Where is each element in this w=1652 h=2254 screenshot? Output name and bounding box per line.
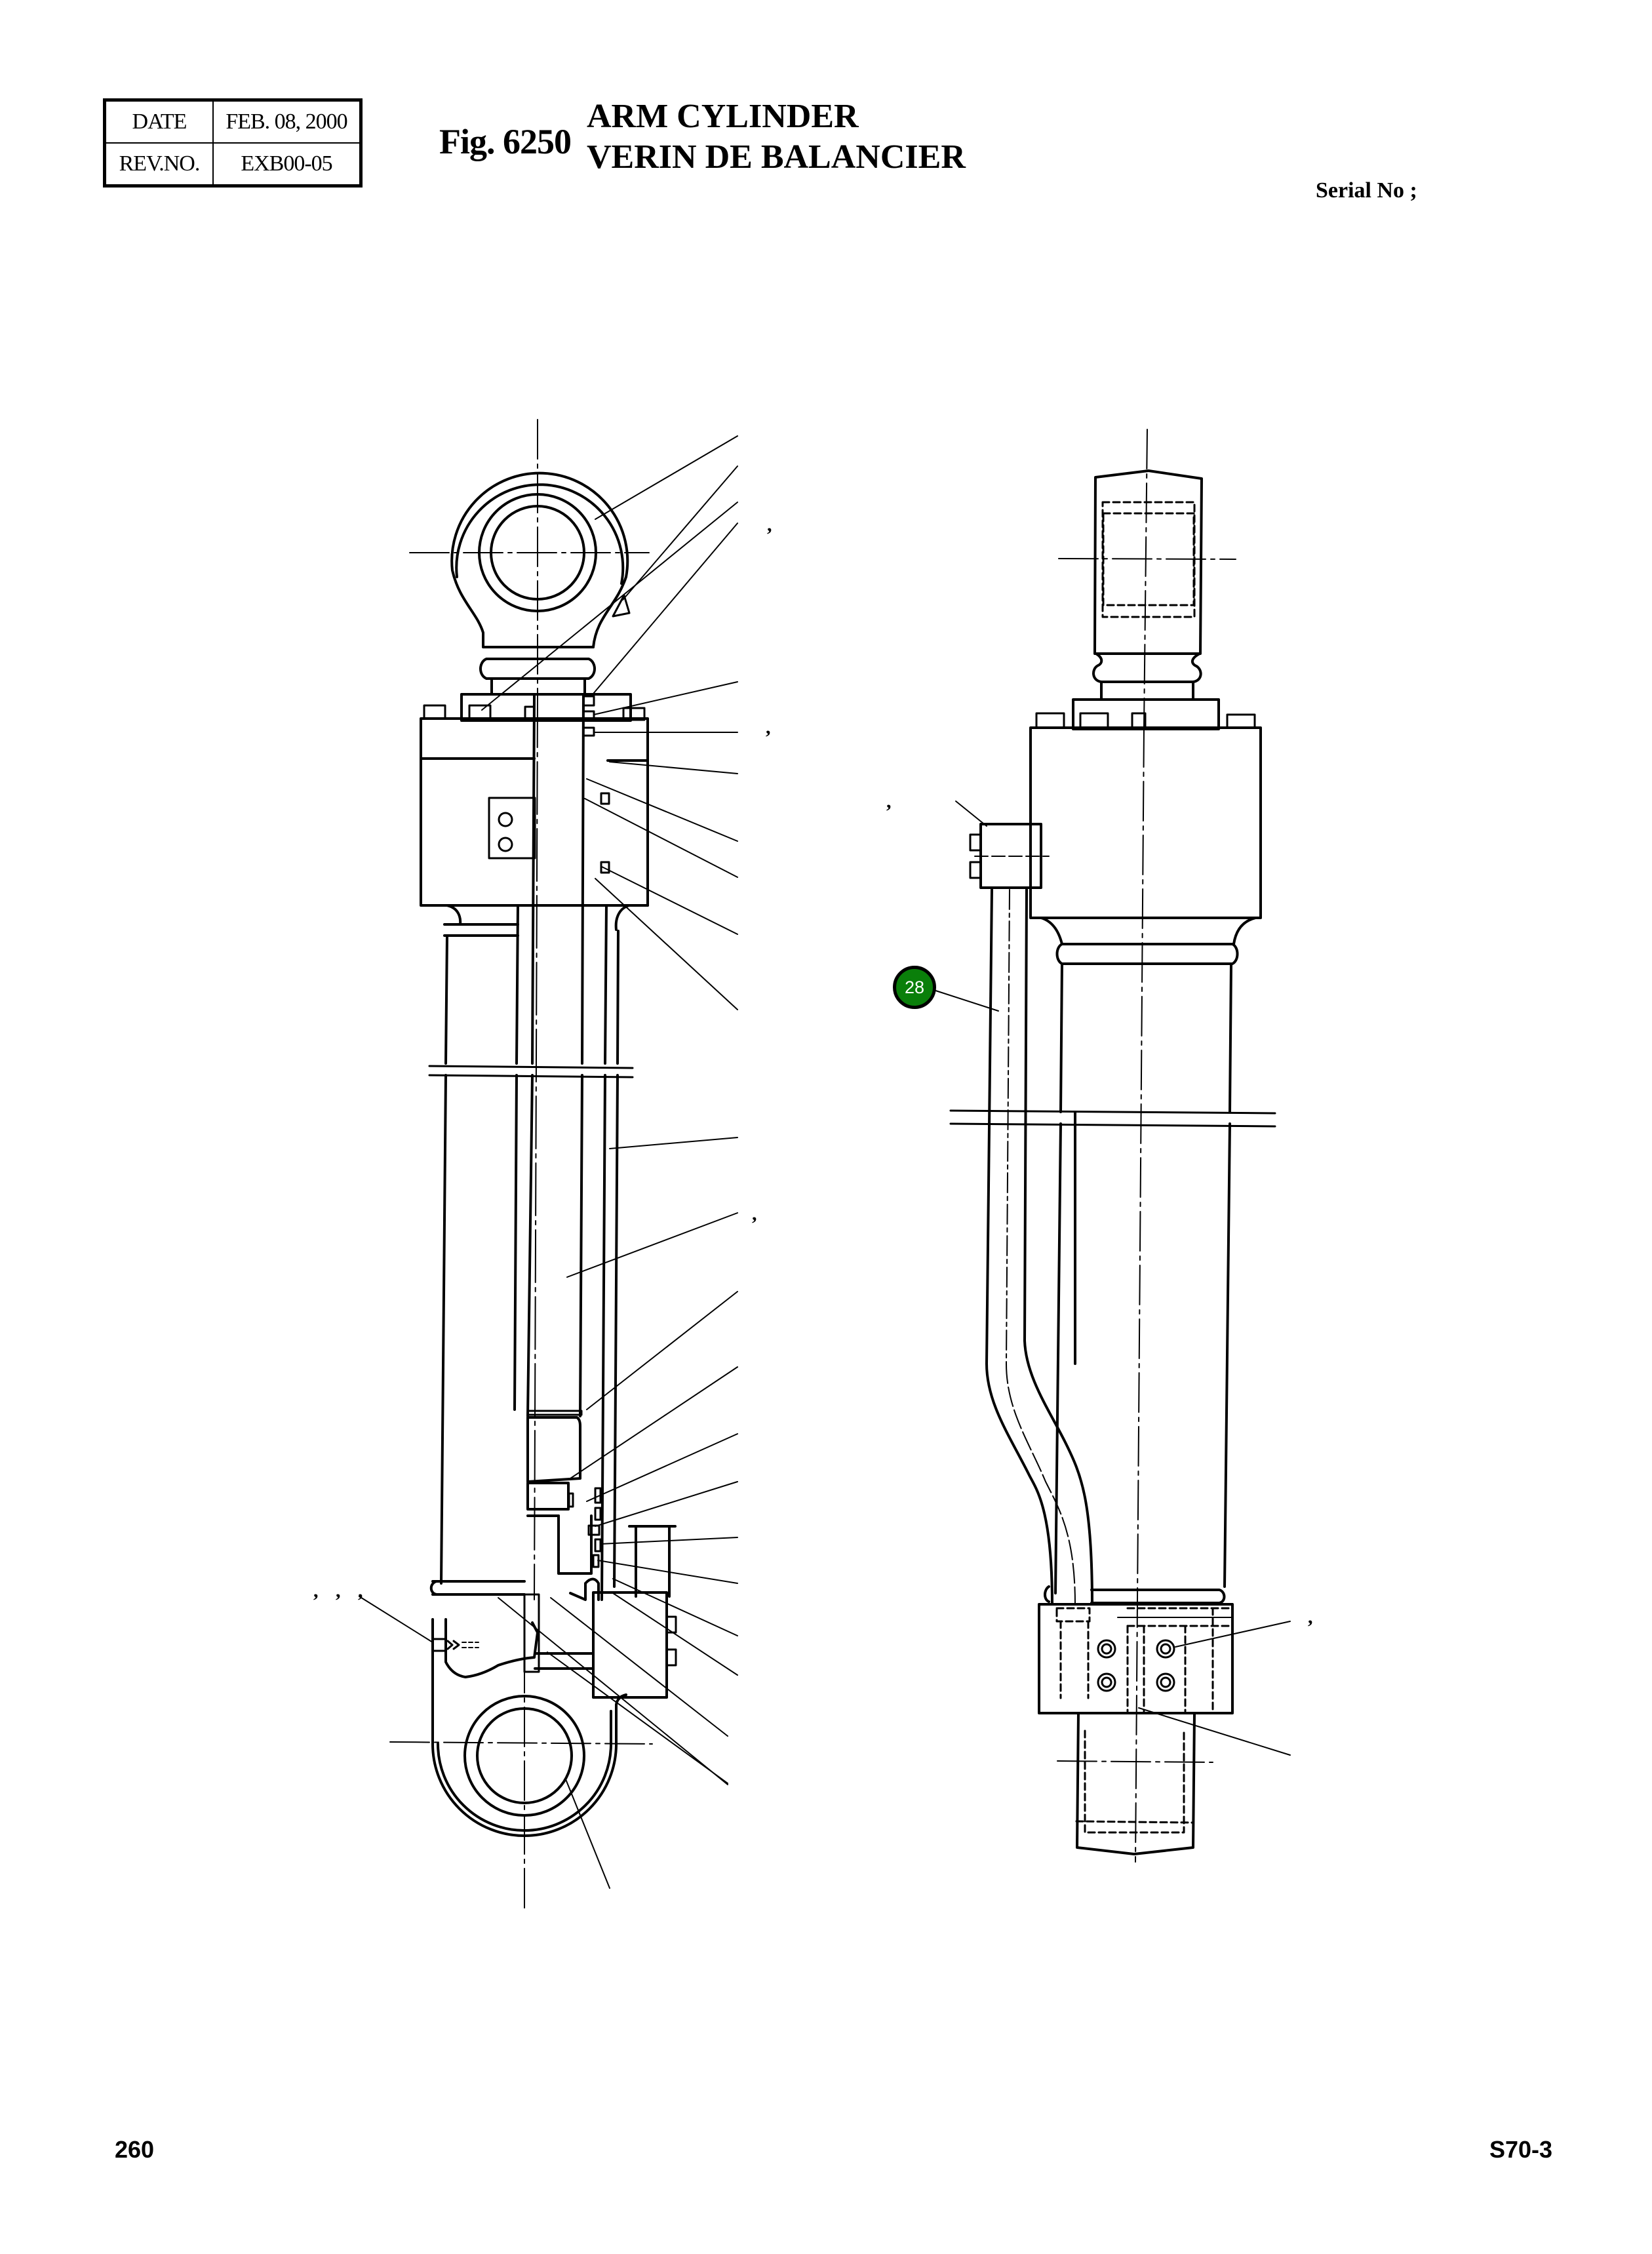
tube-right <box>949 962 1276 1604</box>
left-cylinder-section-view <box>359 419 738 1912</box>
callout-number: 28 <box>904 977 925 997</box>
callout-badge-28[interactable]: 28 <box>893 966 936 1009</box>
piston-rod <box>526 693 585 1417</box>
piston <box>526 1410 602 1575</box>
leader-lines-right <box>929 801 1291 1756</box>
separator-comma: , <box>766 717 771 738</box>
title-english: ARM CYLINDER <box>587 98 859 135</box>
separator-comma: , <box>336 1580 341 1602</box>
page-number: 260 <box>115 2136 155 2163</box>
separator-comma: , <box>358 1580 363 1602</box>
port-boss <box>628 1525 677 1598</box>
serial-number-label: Serial No ; <box>1316 178 1417 203</box>
revision-value: EXB00-05 <box>212 142 362 187</box>
cylinder-bottom-block <box>1038 1603 1234 1855</box>
figure-number: Fig. 6250 <box>439 122 572 161</box>
revision-block: DATE FEB. 08, 2000 REV.NO. EXB00-05 <box>103 98 363 188</box>
cylinder-tube <box>428 904 634 1601</box>
rod-head <box>1029 712 1262 965</box>
date-label: DATE <box>104 99 214 144</box>
rod-eye-top <box>450 471 631 696</box>
revision-label: REV.NO. <box>104 142 214 187</box>
title-french: VERIN DE BALANCIER <box>587 138 966 176</box>
pipe <box>985 888 1093 1606</box>
right-cylinder-side-view <box>929 429 1291 1863</box>
leader-lines-left-upper <box>359 435 738 1889</box>
cylinder-bottom <box>429 1577 677 1837</box>
model-code: S70-3 <box>1489 2136 1553 2163</box>
separator-comma: , <box>1308 1606 1313 1628</box>
separator-comma: , <box>767 514 772 536</box>
separator-comma: , <box>313 1580 319 1602</box>
date-value: FEB. 08, 2000 <box>212 99 362 144</box>
pipe-flange <box>969 823 1050 889</box>
separator-comma: , <box>752 1203 757 1225</box>
separator-comma: , <box>886 791 892 812</box>
